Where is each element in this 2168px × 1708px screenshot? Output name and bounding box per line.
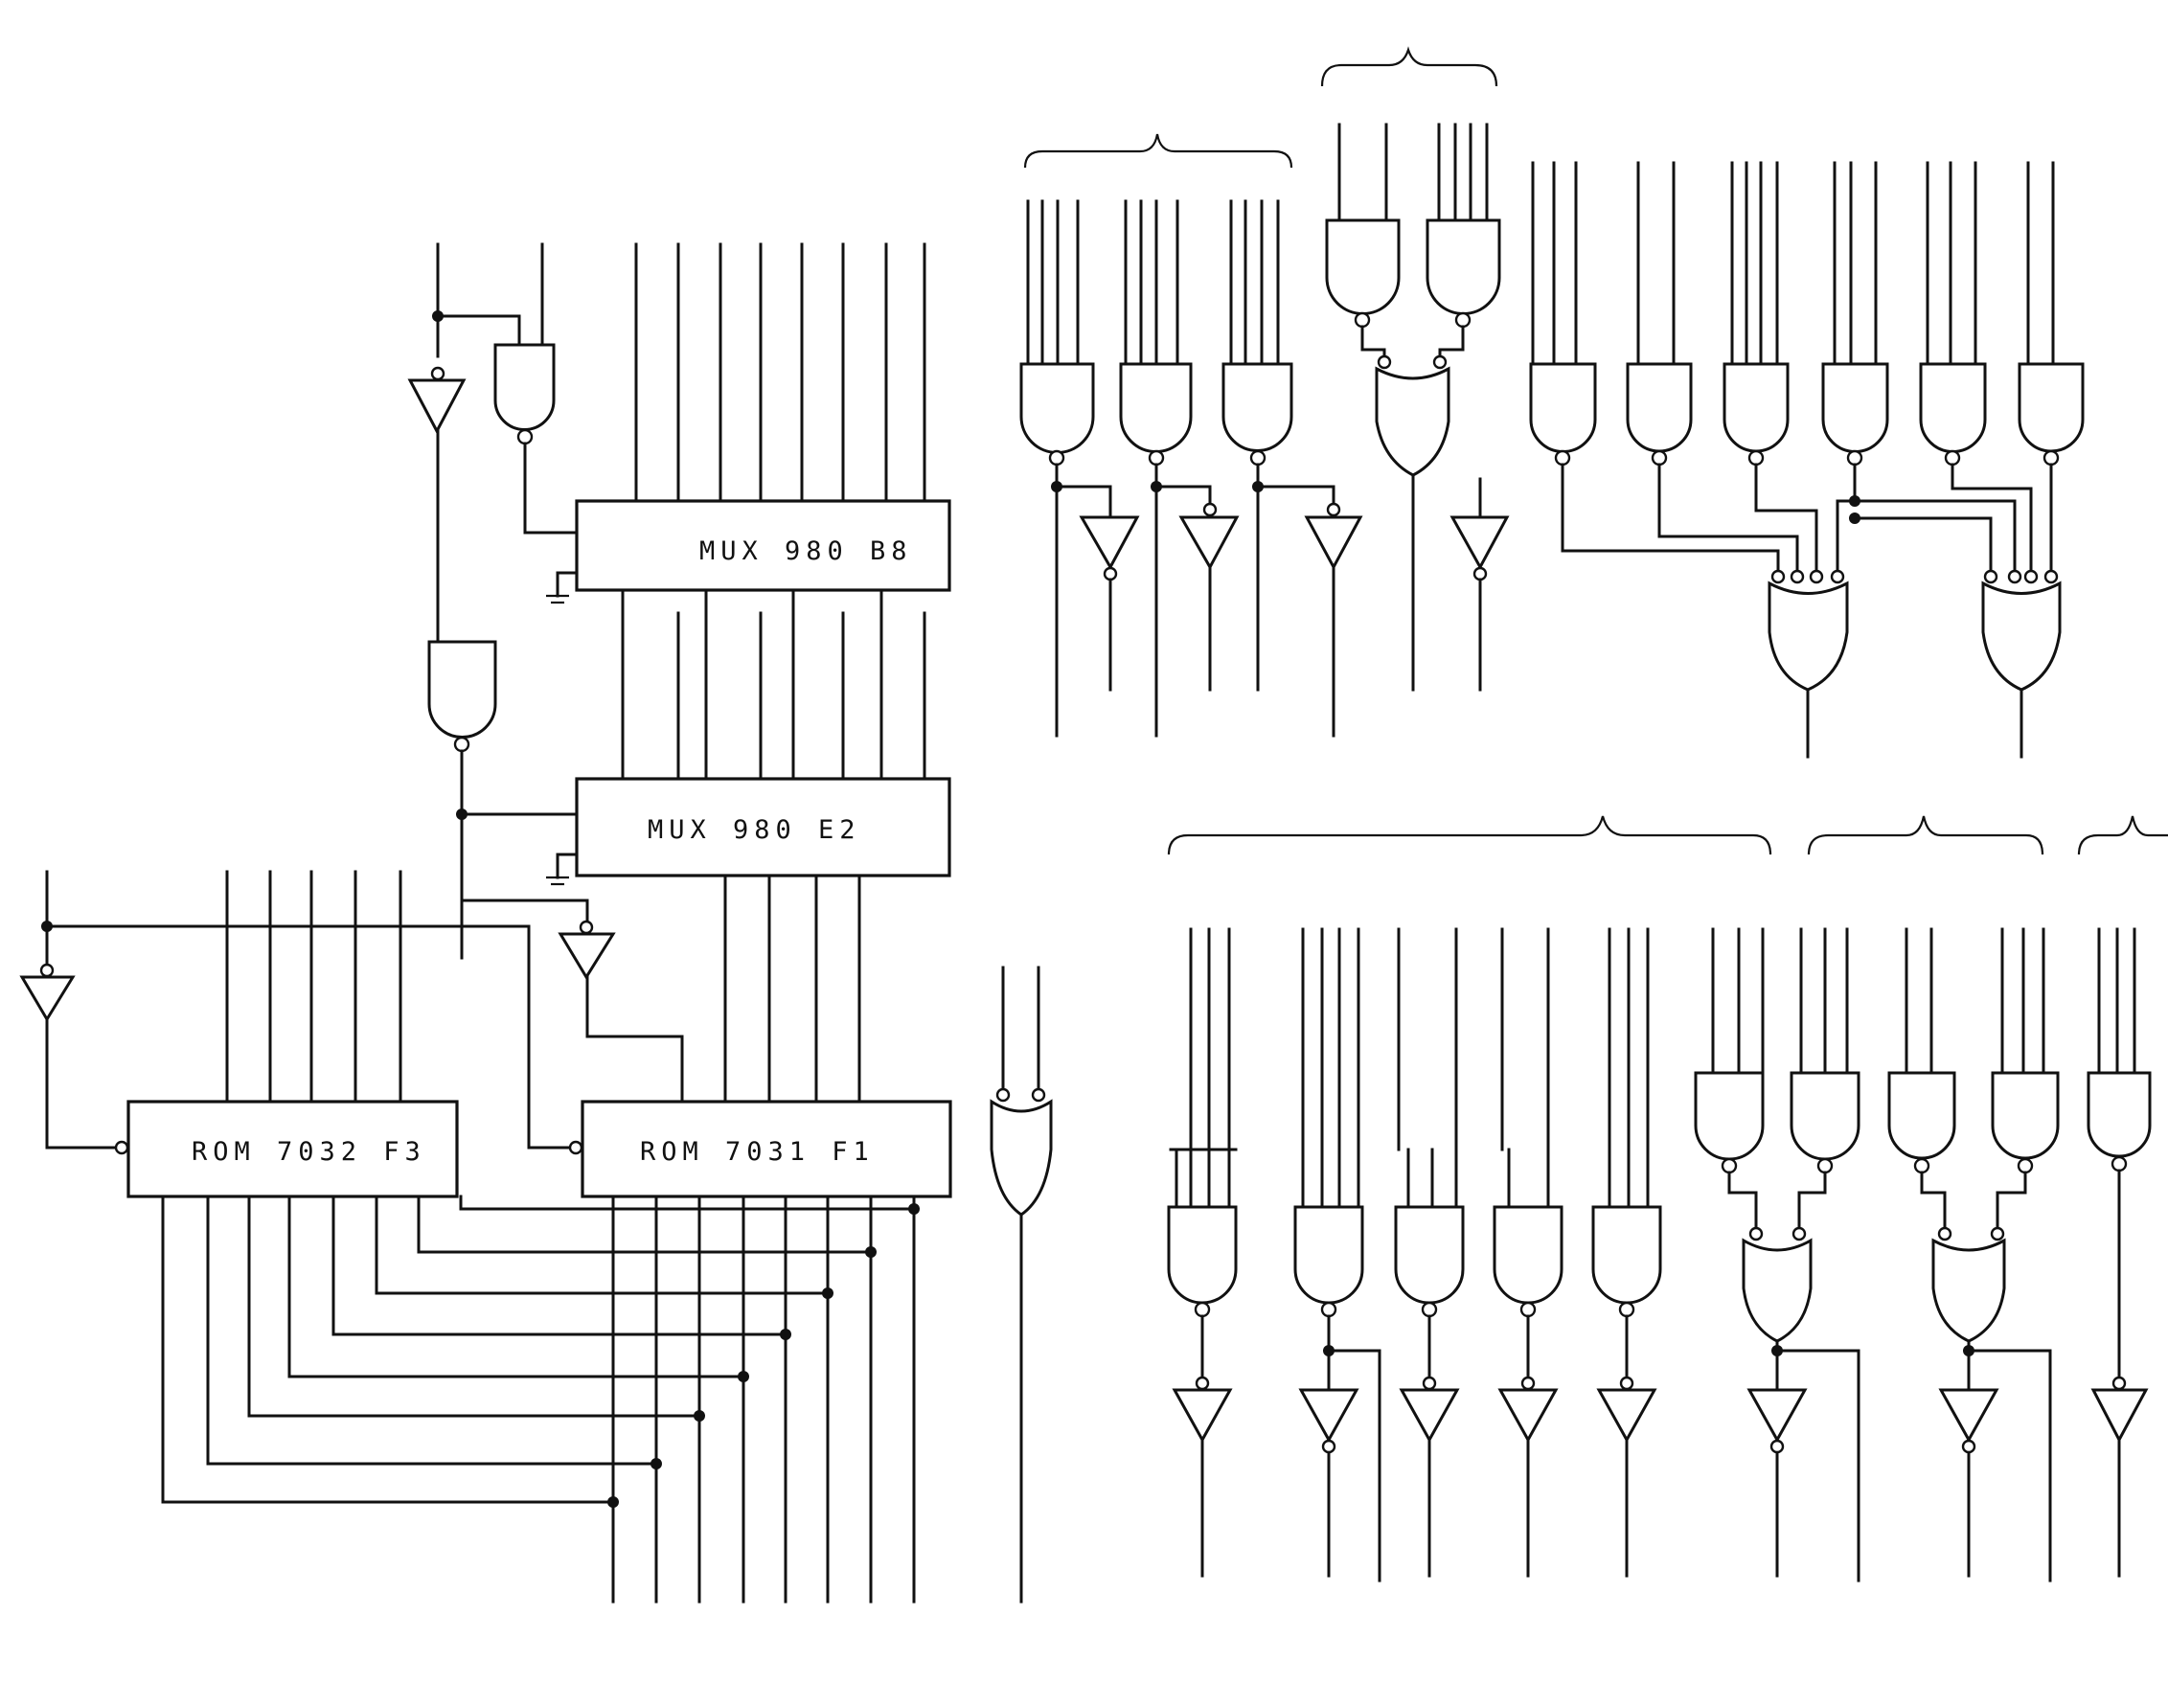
gate-g2-lower bbox=[558, 920, 616, 980]
gate-c4 bbox=[493, 343, 579, 535]
lower-row-buffers bbox=[1172, 1314, 1657, 1583]
buffers-k2-k2-c3-e4 bbox=[1051, 463, 1510, 738]
gates-b4-c4-b1-b4-b4-c4 bbox=[1529, 362, 2085, 467]
gate-d2-left bbox=[19, 870, 574, 1150]
rom-f1-label: ROM 7031 F1 bbox=[640, 1137, 875, 1167]
gates-d5-c2-d5 bbox=[1325, 218, 1501, 692]
rom-output-wiring bbox=[161, 1195, 920, 1604]
mux-980-b8: MUX 980 B8 bbox=[546, 499, 951, 604]
mux-to-rom-wires bbox=[585, 874, 861, 1105]
mux-980-e2: MUX 980 E2 bbox=[546, 777, 951, 886]
right-upper-bus-lines bbox=[1531, 161, 2055, 366]
mux-e2-label: MUX 980 E2 bbox=[648, 815, 861, 845]
upper-bus-lines bbox=[1026, 123, 1489, 366]
mux-b8-label: MUX 980 B8 bbox=[699, 536, 913, 566]
j2-a5-j3-left-group bbox=[1694, 1071, 1860, 1583]
gate-g2-top bbox=[407, 310, 521, 644]
j2-a5-j3-right-group bbox=[1887, 1071, 2060, 1583]
gate-g1-d2-right bbox=[2087, 1071, 2152, 1578]
rom-7031-f1: ROM 7031 F1 bbox=[568, 1100, 952, 1198]
lower-row-input-combs bbox=[1169, 1148, 1650, 1209]
group-braces bbox=[1023, 46, 2168, 855]
e3-routing bbox=[1561, 463, 2062, 759]
rom-7032-f3: ROM 7032 F3 bbox=[114, 1100, 459, 1198]
gates-k1-k1-b2 bbox=[1019, 362, 1293, 467]
mux-to-mux-wires bbox=[621, 588, 926, 785]
lower-bus-lines bbox=[1189, 927, 2136, 1151]
lower-row-gates bbox=[1167, 1205, 1662, 1318]
rom-f3-label: ROM 7032 F3 bbox=[192, 1137, 426, 1167]
gate-j3-middle bbox=[990, 966, 1053, 1604]
gate-g5 bbox=[427, 640, 589, 960]
left-input-buses bbox=[225, 242, 926, 1104]
